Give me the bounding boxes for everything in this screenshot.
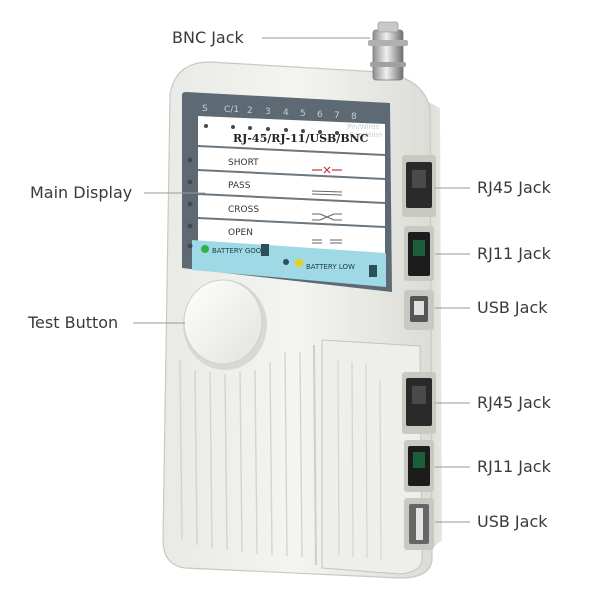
rj11-port-bottom <box>404 440 434 492</box>
open-symbol <box>312 239 342 244</box>
cross-symbol <box>312 213 342 221</box>
battery-status-dot <box>283 259 289 265</box>
rj45-port-bottom <box>402 372 436 434</box>
usb-jack-bottom-label: USB Jack <box>477 512 548 531</box>
pin-label-3: 3 <box>265 107 271 117</box>
bnc-connector <box>368 21 408 81</box>
callout-lines <box>133 37 470 523</box>
row-cross: CROSS <box>228 205 259 215</box>
pin-label-8: 8 <box>351 112 357 122</box>
usb-a-port-bottom <box>404 498 434 550</box>
pin-label-7: 7 <box>334 111 340 121</box>
battery-low-led <box>295 259 303 267</box>
remote-unit-body <box>321 339 423 575</box>
row-open: OPEN <box>228 228 253 238</box>
grip-ribs <box>179 351 303 558</box>
test-button <box>183 279 267 370</box>
usb-b-port-top <box>404 290 434 330</box>
usb-jack-top-label: USB Jack <box>477 298 548 317</box>
short-symbol <box>312 166 342 174</box>
pin-label-5: 5 <box>300 109 306 119</box>
row-short: SHORT <box>228 158 259 168</box>
pin-label-6: 6 <box>317 110 323 120</box>
test-button-label: Test Button <box>28 313 119 332</box>
remote-grip-ribs <box>337 359 382 561</box>
rj11-jack-bottom-label: RJ11 Jack <box>477 457 551 476</box>
pin-label-4: 4 <box>283 108 289 118</box>
row-pass: PASS <box>228 181 251 191</box>
rj11-port-top <box>404 226 434 281</box>
main-display-label: Main Display <box>30 183 133 202</box>
battery-low-icon <box>369 265 377 277</box>
pass-symbol <box>311 190 343 196</box>
condition-label: Condition <box>349 131 382 139</box>
rj11-jack-top-label: RJ11 Jack <box>477 244 551 263</box>
display-title: RJ-45/RJ-11/USB/BNC <box>233 132 369 145</box>
battery-good-led <box>201 245 209 253</box>
rj45-jack-bottom-label: RJ45 Jack <box>477 393 551 412</box>
pin-label-c1: C/1 <box>224 105 239 115</box>
pin-label-s: S <box>202 104 208 114</box>
pin-wires-label: Pin/Wires <box>347 123 380 131</box>
main-display <box>182 92 392 292</box>
rj45-port-top <box>402 155 436 217</box>
battery-good-icon <box>261 244 269 256</box>
rj45-jack-top-label: RJ45 Jack <box>477 178 551 197</box>
bnc-jack-label: BNC Jack <box>172 28 244 47</box>
battery-good-label: BATTERY GOOD <box>212 247 267 255</box>
battery-low-label: BATTERY LOW <box>306 263 355 271</box>
pin-label-2: 2 <box>247 106 253 116</box>
